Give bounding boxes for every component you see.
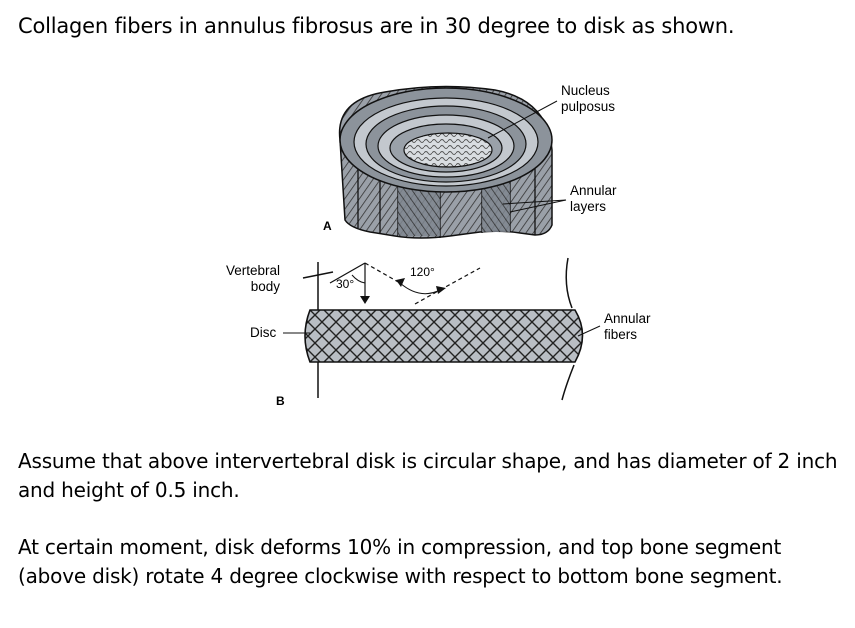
- label-disc: Disc: [250, 325, 277, 340]
- label-annular-layers-line1: Annular: [570, 183, 617, 198]
- heading: Collagen fibers in annulus fibrosus are …: [18, 14, 735, 38]
- label-part-a: A: [323, 219, 332, 233]
- disc-band: [304, 309, 584, 363]
- label-angle-120: 120°: [410, 265, 435, 279]
- label-part-b: B: [276, 394, 285, 408]
- annular-layers-leader-line-1: [502, 199, 567, 205]
- arrow-120-right: [436, 286, 446, 294]
- label-vertebral-line2: body: [250, 279, 280, 294]
- nucleus-leader-line: [487, 100, 558, 139]
- fiber-direction-line-1: [329, 262, 366, 284]
- label-annular-fibers-line1: Annular: [604, 311, 651, 326]
- arrow-120-left: [396, 278, 405, 287]
- nucleus-pulposus-region: [403, 132, 493, 168]
- disc-cross-section: [338, 85, 567, 239]
- annular-fibers-leader-line: [577, 325, 601, 337]
- label-vertebral-line1: Vertebral: [225, 263, 280, 278]
- arrow-30: [360, 296, 370, 304]
- label-annular-layers-line2: layers: [570, 199, 607, 214]
- label-nucleus-line2: pulposus: [561, 99, 616, 114]
- label-annular-fibers-line2: fibers: [604, 327, 638, 342]
- paragraph-disk-geometry: Assume that above intervertebral disk is…: [18, 449, 838, 502]
- label-angle-30: 30°: [336, 277, 355, 291]
- label-nucleus-pulposus: Nucleus pulposus: [561, 83, 615, 115]
- disc-side-view: [283, 257, 601, 401]
- label-nucleus-line1: Nucleus: [561, 83, 610, 98]
- paragraph-deformation: At certain moment, disk deforms 10% in c…: [18, 535, 783, 588]
- label-vertebral-body: Vertebral body: [200, 263, 280, 295]
- label-annular-fibers: Annular fibers: [604, 311, 651, 343]
- annular-layers-leader-line-2: [509, 199, 567, 213]
- label-annular-layers: Annular layers: [570, 183, 617, 215]
